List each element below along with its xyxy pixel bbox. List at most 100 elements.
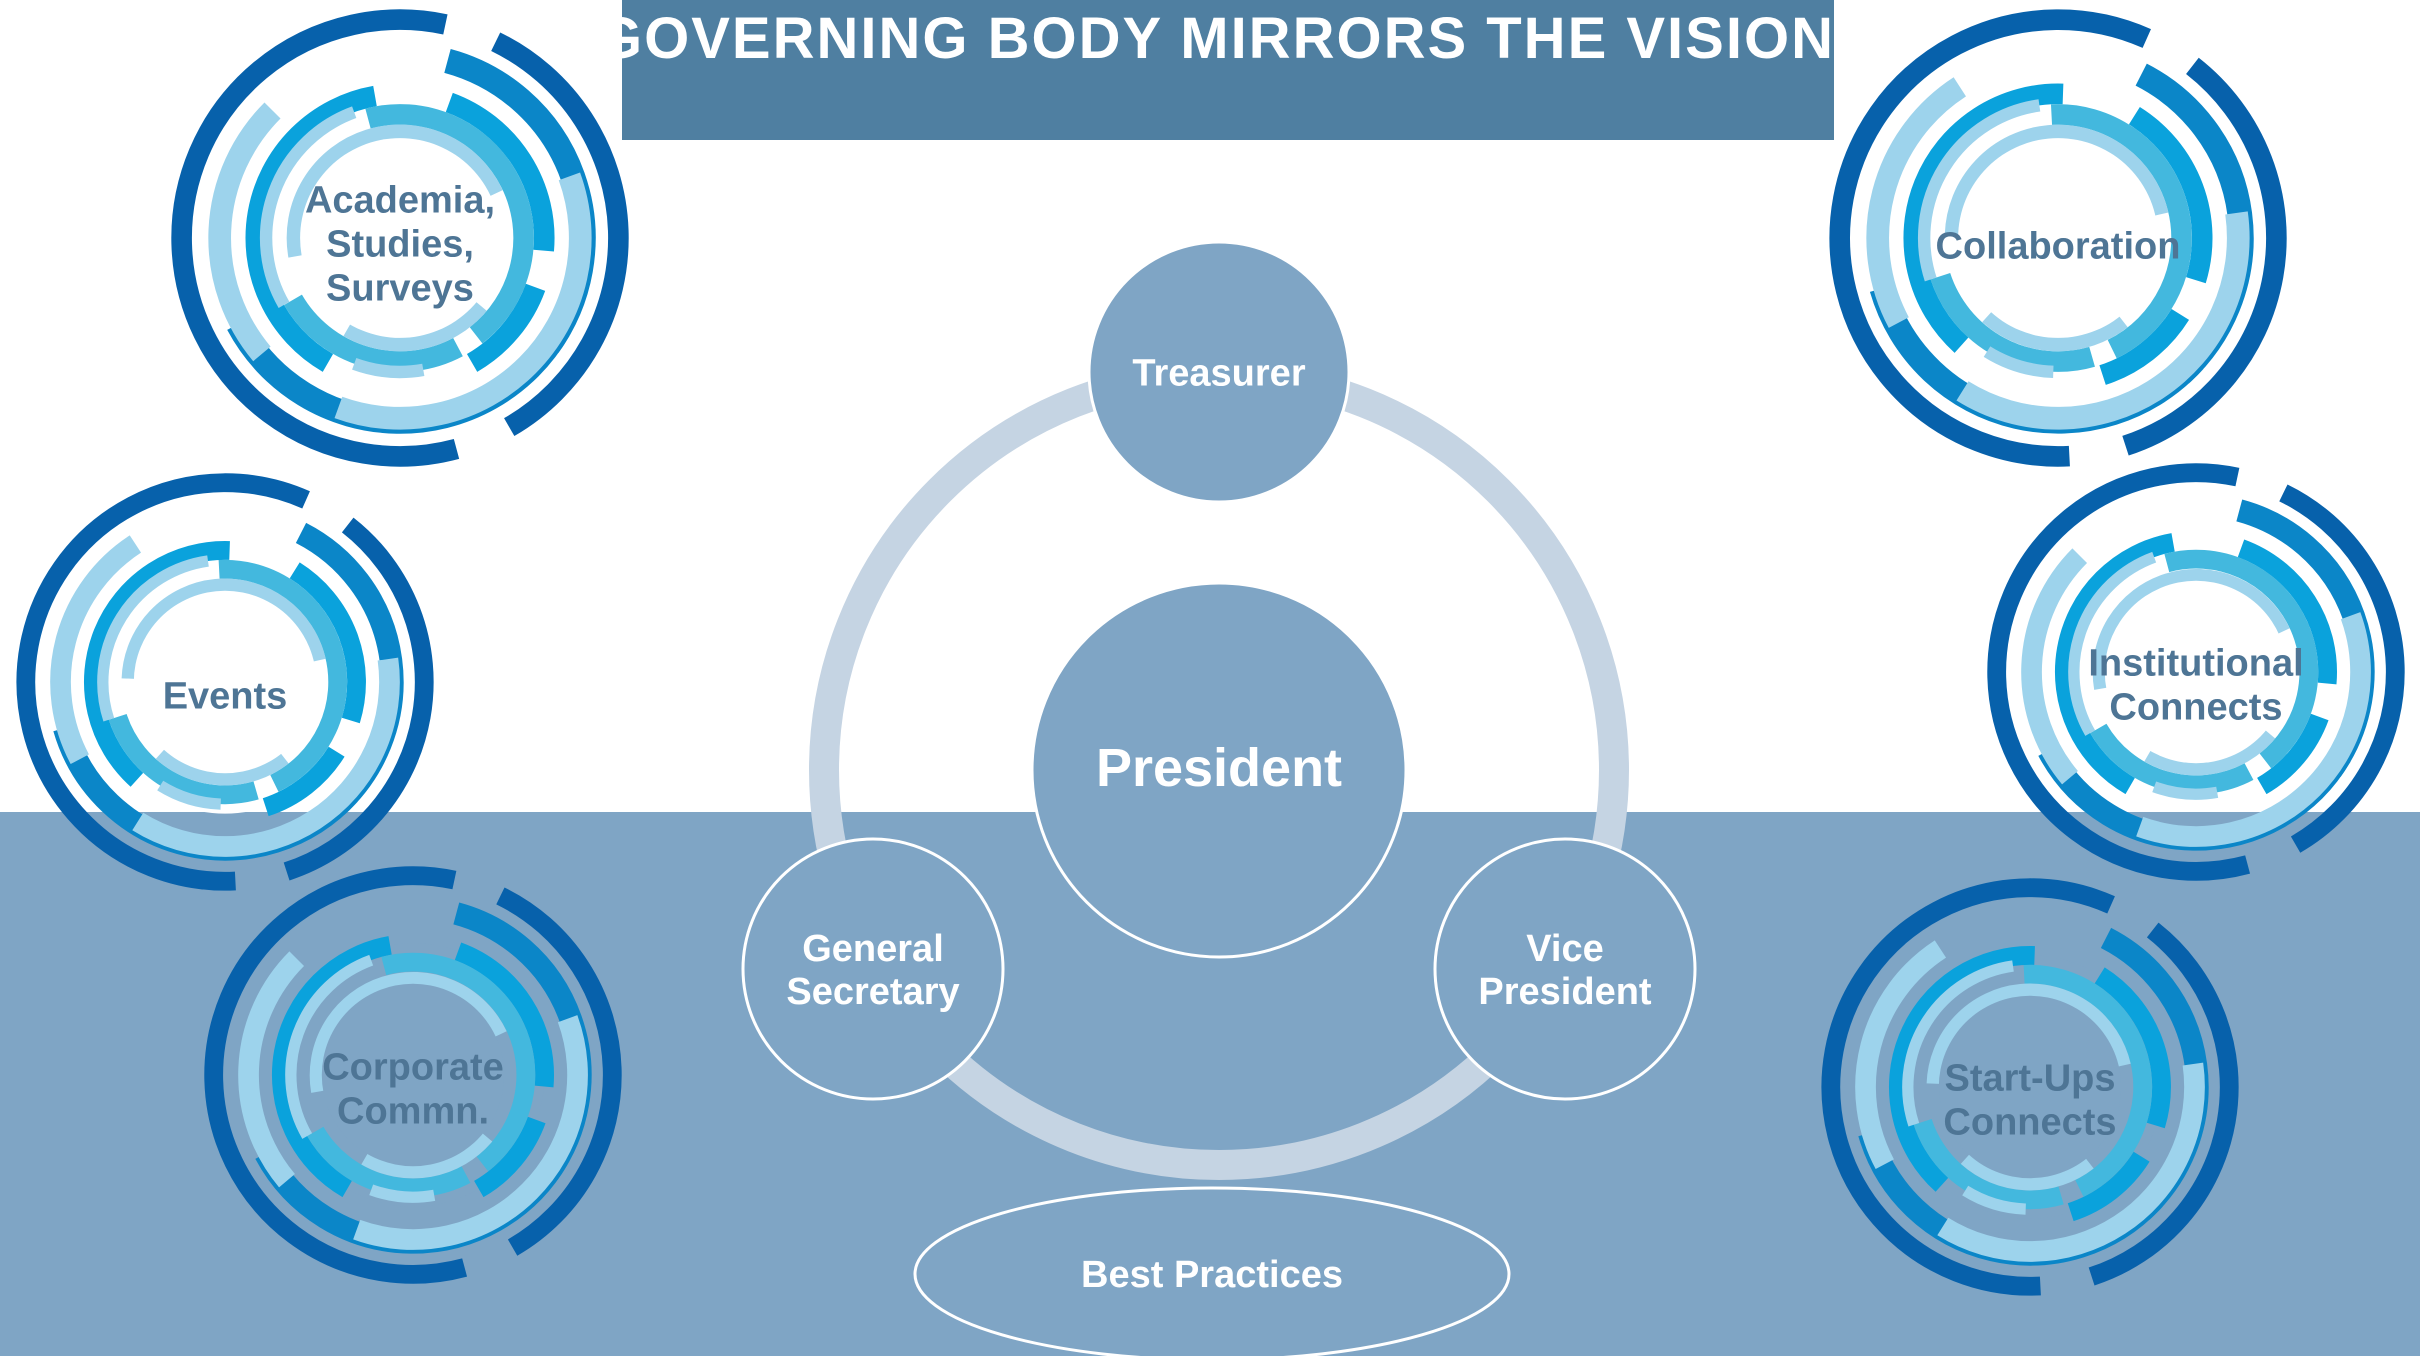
function-collaboration-ring-arc [2128, 106, 2213, 284]
function-startups-ring-arc [1855, 940, 1947, 1170]
function-corporate-ring-arc [381, 952, 536, 1172]
function-events-ring-arc [16, 473, 310, 891]
function-academia-ring-arc [466, 283, 546, 372]
function-collaboration-ring-arc [1930, 272, 2095, 372]
title-bar [622, 0, 1834, 140]
function-events-ring-arc [108, 713, 259, 805]
page-title: GOVERNING BODY MIRRORS THE VISION [597, 6, 1835, 71]
function-events-ring-arc [84, 541, 230, 787]
function-academia-ring-arc [208, 102, 281, 362]
function-academia-ring-arc [491, 32, 629, 437]
functions.2.lines-label-line: Corporate [322, 1046, 504, 1088]
function-events-ring-arc [283, 517, 434, 881]
roles.2.lines-label-line: Vice [1526, 928, 1603, 970]
function-corporate-ring-arc [204, 866, 468, 1284]
function-collaboration-ring-arc [1983, 346, 2054, 378]
functions.0.lines-label-line: Academia, [305, 179, 495, 221]
function-corporate-ring-arc [454, 942, 554, 1088]
function-academia-ring-arc [284, 294, 463, 372]
function-institutional-ring-arc [2055, 533, 2175, 795]
function-events-ring-arc [289, 562, 366, 724]
function-institutional-ring-arc [2152, 781, 2219, 800]
function-events-ring-arc [97, 555, 209, 722]
role-vice-president-circle [1433, 837, 1697, 1101]
function-institutional-ring-arc [2237, 539, 2337, 685]
function-institutional-ring-arc [2068, 551, 2157, 736]
role-treasurer: Treasurer [1087, 240, 1351, 504]
president-label: President [1096, 738, 1342, 798]
function-corporate-ring-arc [473, 1116, 546, 1198]
function-collaboration-ring-arc [1866, 77, 1967, 328]
function-institutional-ring-arc [2021, 548, 2088, 785]
function-events-ring-arc [132, 657, 400, 857]
function-collaboration-ring-arc [2122, 57, 2287, 456]
function-corporate-ring-arc [285, 954, 374, 1139]
function-collaboration-ring-arc [1903, 83, 2064, 353]
function-collaboration: Collaboration [1829, 9, 2287, 467]
function-academia-ring-arc [352, 357, 425, 379]
function-collaboration-ring-arc [2050, 104, 2192, 359]
function-startups-ring-arc [1937, 1062, 2205, 1262]
role-treasurer-circle [1087, 240, 1351, 504]
function-academia-ring-arc [286, 124, 503, 258]
functions.5.lines-label-line: Start-Ups [1944, 1057, 2115, 1099]
best-practices-node: Best Practices [913, 1186, 1511, 1356]
function-collaboration-center [1958, 138, 2158, 338]
function-institutional-center [2104, 580, 2288, 764]
functions.3.lines-label-line: Collaboration [1936, 225, 2181, 267]
function-corporate-ring-arc [272, 936, 392, 1198]
function-corporate-ring-arc [238, 951, 305, 1188]
function-startups-ring-arc [2088, 922, 2239, 1286]
function-corporate-ring-arc [309, 971, 507, 1093]
title-banner: GOVERNING BODY MIRRORS THE VISION [597, 0, 1835, 140]
function-collaboration-ring-arc [1982, 311, 2128, 352]
president-circle [1030, 581, 1408, 959]
roles.2.lines-label-line: President [1478, 971, 1652, 1013]
function-institutional-ring-arc [2136, 612, 2371, 847]
functions.2.lines-label-line: Commn. [337, 1090, 489, 1132]
function-events-ring-arc [262, 746, 345, 817]
function-startups-ring-arc [1902, 960, 2014, 1127]
functions.1.lines-label-line: Events [163, 675, 288, 717]
function-events-ring-arc [157, 780, 222, 810]
functions.5.lines-label-line: Connects [1943, 1101, 2116, 1143]
function-institutional-ring-arc [2256, 713, 2329, 795]
best-practices-label: Best Practices [1081, 1254, 1343, 1296]
functions.0.lines-label-line: Surveys [326, 267, 474, 309]
function-academia-ring-arc [334, 172, 592, 430]
function-institutional-ring-arc [2144, 729, 2276, 776]
function-corporate-ring-arc [496, 887, 622, 1256]
function-institutional-ring-arc [2090, 723, 2254, 795]
best-practices-ellipse [913, 1186, 1511, 1356]
role-general-secretary-circle [741, 837, 1005, 1101]
function-events: Events [16, 473, 434, 891]
function-collaboration-ring-arc [1918, 99, 2041, 282]
roles.1.lines-label-line: Secretary [786, 971, 959, 1013]
function-academia: Academia,Studies,Surveys [171, 9, 629, 467]
function-rings: Academia,Studies,SurveysEventsCorporateC… [16, 9, 2405, 1296]
function-academia-ring-arc [343, 301, 487, 352]
function-startups-center [1938, 995, 2122, 1179]
function-startups-ring-arc [2023, 964, 2153, 1197]
function-startups-ring-arc [2094, 967, 2171, 1129]
president-node: President [1030, 581, 1408, 959]
function-collaboration-ring-arc [1829, 9, 2151, 467]
function-academia-center [300, 138, 500, 338]
function-startups-ring-arc [1960, 1154, 2094, 1191]
function-corporate-center [321, 983, 505, 1167]
function-events-ring-arc [50, 535, 142, 765]
function-startups-ring-arc [1821, 878, 2115, 1296]
function-collaboration-ring-arc [2099, 308, 2190, 385]
function-institutional-ring-arc [2164, 549, 2319, 769]
function-events-ring-arc [155, 749, 289, 786]
function-academia-ring-arc [171, 9, 460, 467]
function-corporate-ring-arc [307, 1126, 471, 1198]
function-startups-ring-arc [1926, 983, 2131, 1084]
function-institutional-ring-arc [1987, 463, 2251, 881]
function-academia-ring-arc [245, 85, 377, 372]
function-academia-ring-arc [445, 92, 555, 252]
